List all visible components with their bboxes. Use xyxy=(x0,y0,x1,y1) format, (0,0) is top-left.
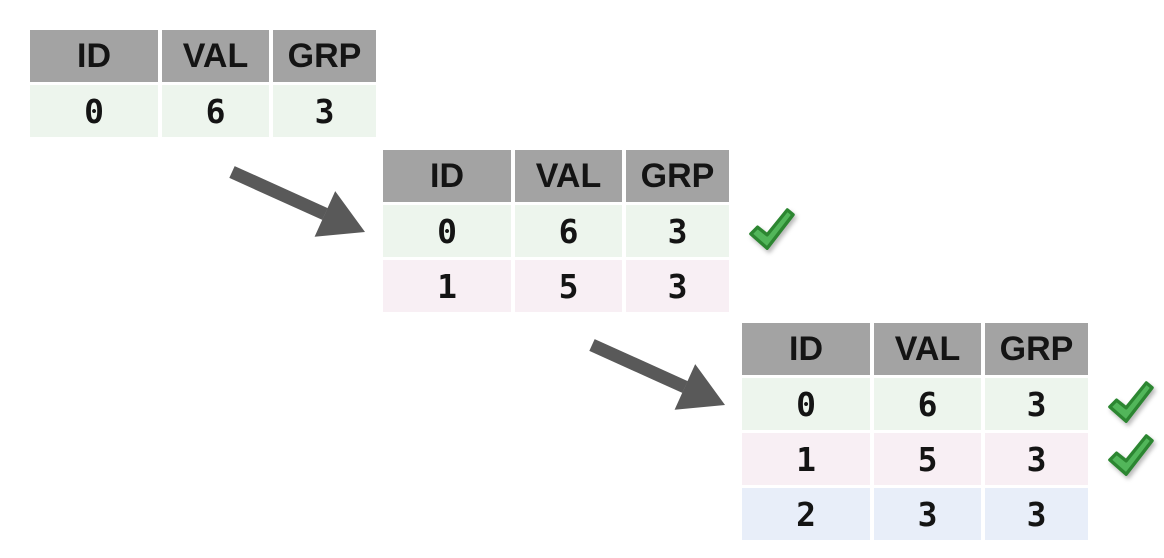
column-header: GRP xyxy=(985,323,1088,375)
table-cell: 1 xyxy=(742,433,870,485)
column-header: ID xyxy=(383,150,511,202)
column-header: ID xyxy=(30,30,158,82)
table-cell: 0 xyxy=(742,378,870,430)
table-cell: 3 xyxy=(273,85,376,137)
check-icon xyxy=(1103,433,1157,481)
column-header: GRP xyxy=(273,30,376,82)
table-cell: 0 xyxy=(383,205,511,257)
table-cell: 6 xyxy=(515,205,622,257)
table-cell: 5 xyxy=(874,433,981,485)
column-header: ID xyxy=(742,323,870,375)
arrow-icon xyxy=(589,339,725,410)
column-header: VAL xyxy=(874,323,981,375)
table-cell: 3 xyxy=(626,205,729,257)
table-cell: 3 xyxy=(985,433,1088,485)
table-cell: 1 xyxy=(383,260,511,312)
column-header: VAL xyxy=(162,30,269,82)
column-header: GRP xyxy=(626,150,729,202)
column-header: VAL xyxy=(515,150,622,202)
table-cell: 0 xyxy=(30,85,158,137)
arrow-icon xyxy=(229,166,365,237)
table-cell: 3 xyxy=(874,488,981,540)
table-cell: 3 xyxy=(626,260,729,312)
table-cell: 3 xyxy=(985,378,1088,430)
table-cell: 6 xyxy=(874,378,981,430)
table-cell: 5 xyxy=(515,260,622,312)
check-icon xyxy=(744,207,798,255)
check-icon xyxy=(1103,380,1157,428)
table-cell: 3 xyxy=(985,488,1088,540)
table-cell: 6 xyxy=(162,85,269,137)
table-cell: 2 xyxy=(742,488,870,540)
